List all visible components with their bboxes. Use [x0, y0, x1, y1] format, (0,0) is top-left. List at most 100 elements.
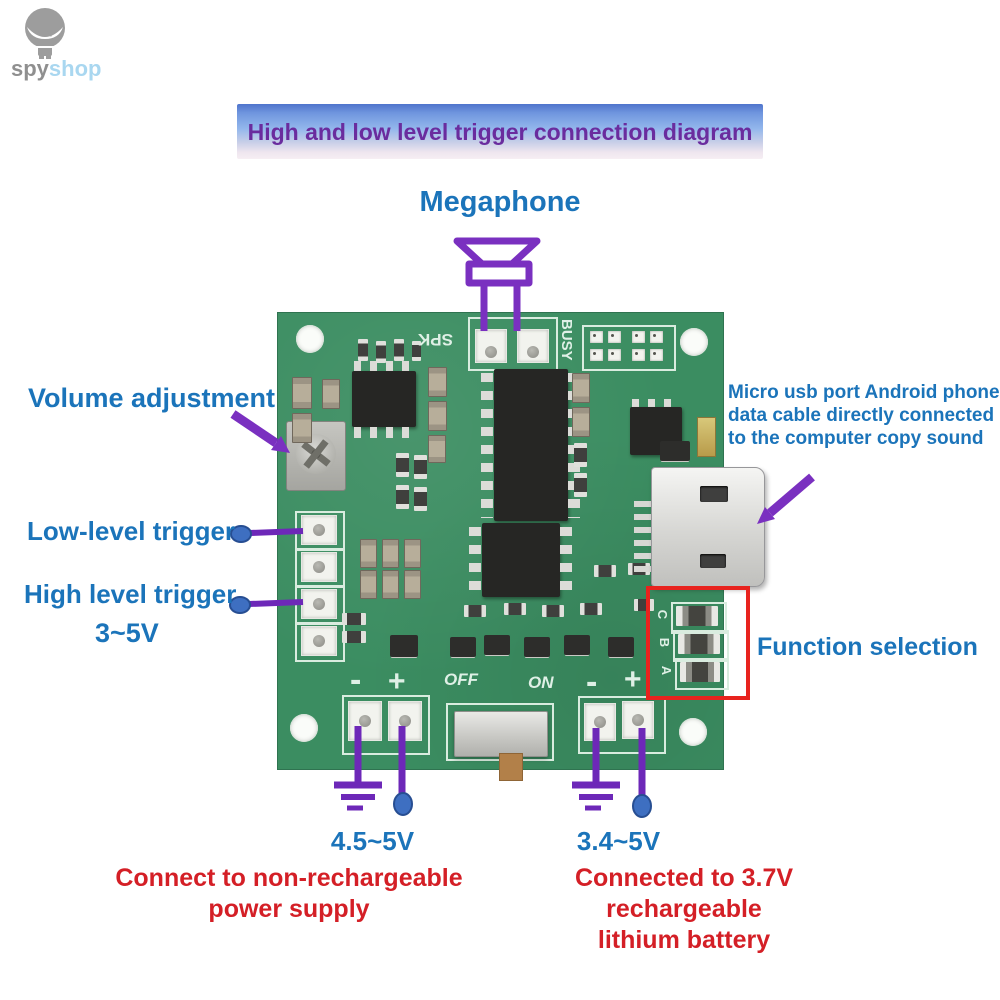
mounting-hole [679, 718, 707, 746]
usb-note: Micro usb port Android phone data cable … [728, 381, 1000, 450]
battery-pad-minus [584, 703, 616, 741]
led [697, 417, 716, 457]
capacitor [428, 401, 447, 431]
resistor [414, 487, 427, 511]
capacitor [404, 570, 421, 599]
solder-pad [608, 349, 621, 361]
capacitor [292, 377, 312, 409]
transistor [564, 635, 590, 655]
solder-pad [590, 331, 603, 343]
capacitor [428, 435, 446, 463]
amplifier-chip-8pin [482, 523, 560, 597]
battery-pad-plus [622, 701, 654, 739]
power-pad-minus [348, 701, 382, 741]
off-silk-label: OFF [444, 670, 478, 689]
transistor [450, 637, 476, 657]
chip-pins [560, 527, 572, 593]
function-select-resistor [678, 634, 720, 654]
transistor [660, 441, 690, 461]
minus-silk: - [350, 661, 362, 699]
mounting-hole [290, 714, 318, 742]
pcb-board: SPK BUSY [277, 312, 765, 781]
trigger-voltage-label: 3~5V [95, 618, 159, 648]
function-pad-outline [673, 630, 729, 662]
mounting-hole [296, 325, 324, 353]
plus-silk: + [624, 663, 642, 696]
volume-adjustment-label: Volume adjustment [28, 383, 276, 413]
transistor [524, 637, 550, 657]
left-power-caption: Connect to non-rechargeable power supply [100, 863, 478, 925]
resistor [394, 339, 404, 361]
resistor [412, 341, 421, 361]
resistor [464, 605, 486, 617]
resistor [342, 613, 366, 625]
right-battery-caption-line2: lithium battery [597, 926, 771, 954]
battery-pad-outline [578, 696, 666, 754]
capacitor [360, 539, 377, 568]
power-pad-plus [388, 701, 422, 741]
chip-pins [354, 361, 416, 372]
usb-solder-pins [634, 501, 652, 577]
micro-usb-port [651, 467, 765, 587]
low-level-trigger-label: Low-level trigger [27, 516, 236, 546]
chip-pins [632, 399, 680, 410]
switch-actuator [499, 753, 523, 781]
trigger-pad-outline [295, 548, 345, 588]
resistor [376, 341, 386, 363]
resistor [594, 565, 616, 577]
solder-pad [590, 349, 603, 361]
spk-silk-label: SPK [418, 330, 453, 349]
resistor [414, 455, 427, 479]
logo-text-spy: spy [11, 56, 49, 81]
right-battery-caption-line1: Connected to 3.7V rechargeable [574, 864, 794, 923]
function-select-resistor [680, 662, 720, 682]
resistor [358, 339, 368, 361]
capacitor [404, 539, 421, 568]
resistor [574, 443, 587, 467]
store-logo-text: spyshop [11, 56, 101, 82]
solder-pad [650, 349, 663, 361]
right-battery-caption: Connected to 3.7V rechargeable lithium b… [494, 863, 874, 956]
usb-note-line3: to the computer copy sound [728, 428, 984, 449]
plus-silk: + [388, 665, 406, 698]
solder-pad [632, 349, 645, 361]
function-select-resistor [676, 606, 718, 626]
spk-pad [475, 329, 507, 363]
minus-silk: - [586, 663, 598, 701]
chip-pins [354, 427, 416, 438]
title-banner: High and low level trigger connection di… [237, 104, 763, 159]
main-ic-chip-16pin [494, 369, 568, 521]
spyshop-mascot-icon [25, 8, 65, 59]
transistor [484, 635, 510, 655]
trigger-pad [301, 515, 337, 545]
capacitor [322, 379, 340, 409]
usb-note-line1: Micro usb port Android phone [728, 382, 1000, 403]
chip-pins [469, 527, 481, 593]
function-selection-highlight [646, 586, 750, 700]
resistor [574, 473, 587, 497]
solder-pad [632, 331, 645, 343]
trigger-pad [301, 626, 337, 656]
trigger-pad [301, 552, 337, 582]
resistor [542, 605, 564, 617]
capacitor [360, 570, 377, 599]
function-pad-outline [671, 602, 727, 634]
capacitor [292, 413, 312, 443]
resistor [342, 631, 366, 643]
megaphone-label: Megaphone [419, 186, 581, 218]
solder-pad [650, 331, 663, 343]
chip-pins [481, 373, 493, 518]
resistor [504, 603, 526, 615]
function-selection-label: Function selection [757, 633, 978, 661]
capacitor [428, 367, 447, 397]
capacitor [382, 539, 399, 568]
capacitor [382, 570, 399, 599]
capacitor [572, 407, 590, 437]
high-level-trigger-label: High level trigger [24, 579, 237, 609]
trigger-pad [301, 589, 337, 619]
logo-text-shop: shop [48, 56, 102, 81]
ic-chip-8pin [352, 371, 416, 427]
transistor [608, 637, 634, 657]
left-voltage-label: 4.5~5V [330, 826, 415, 856]
